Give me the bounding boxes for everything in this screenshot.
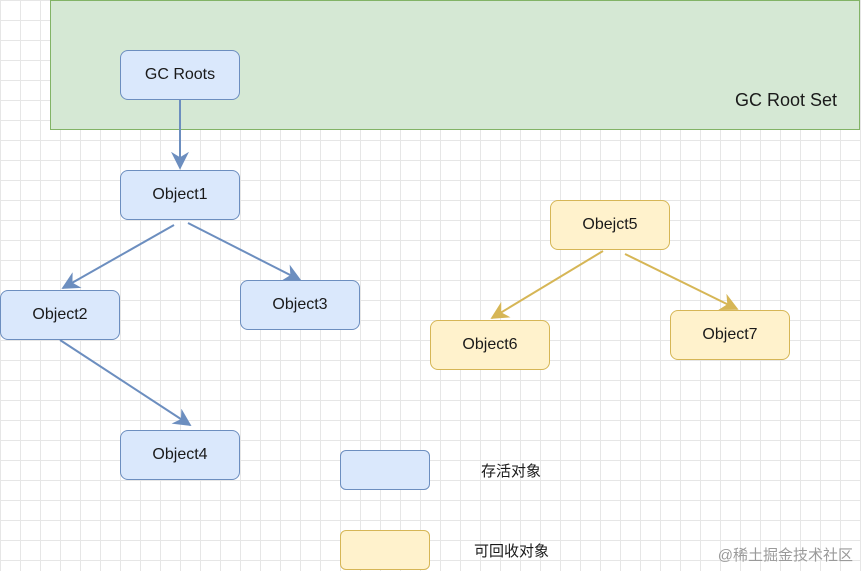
node-object6-label: Object6 — [462, 336, 518, 353]
node-object7-label: Object7 — [702, 326, 758, 343]
node-object2-label: Object2 — [32, 306, 88, 323]
node-object4: Object4 — [120, 430, 240, 480]
node-object2: Object2 — [0, 290, 120, 340]
node-object3: Object3 — [240, 280, 360, 330]
node-object5-label: Obejct5 — [582, 216, 638, 233]
legend-alive-label: 存活对象 — [481, 463, 542, 480]
edge-object2-object4 — [59, 339, 192, 426]
legend-alive-swatch — [340, 450, 430, 490]
watermark: @稀土掘金技术社区 — [717, 547, 853, 564]
node-object7: Object7 — [670, 310, 790, 360]
gc-root-set-label: GC Root Set — [734, 90, 837, 110]
node-object6: Object6 — [430, 320, 550, 370]
edge-object1-object3 — [187, 222, 302, 281]
node-object4-label: Object4 — [152, 446, 208, 463]
legend-collectable-swatch — [340, 530, 430, 570]
node-object1: Object1 — [120, 170, 240, 220]
node-object3-label: Object3 — [272, 296, 328, 313]
edge-object5-object7 — [624, 253, 739, 310]
edge-object5-object6 — [490, 250, 604, 319]
node-object1-label: Object1 — [152, 186, 208, 203]
node-object5: Obejct5 — [550, 200, 670, 250]
legend-collectable-label: 可回收对象 — [474, 543, 550, 560]
node-gc-roots-label: GC Roots — [144, 66, 216, 83]
node-gc-roots: GC Roots — [120, 50, 240, 100]
edge-object1-object2 — [61, 224, 175, 289]
